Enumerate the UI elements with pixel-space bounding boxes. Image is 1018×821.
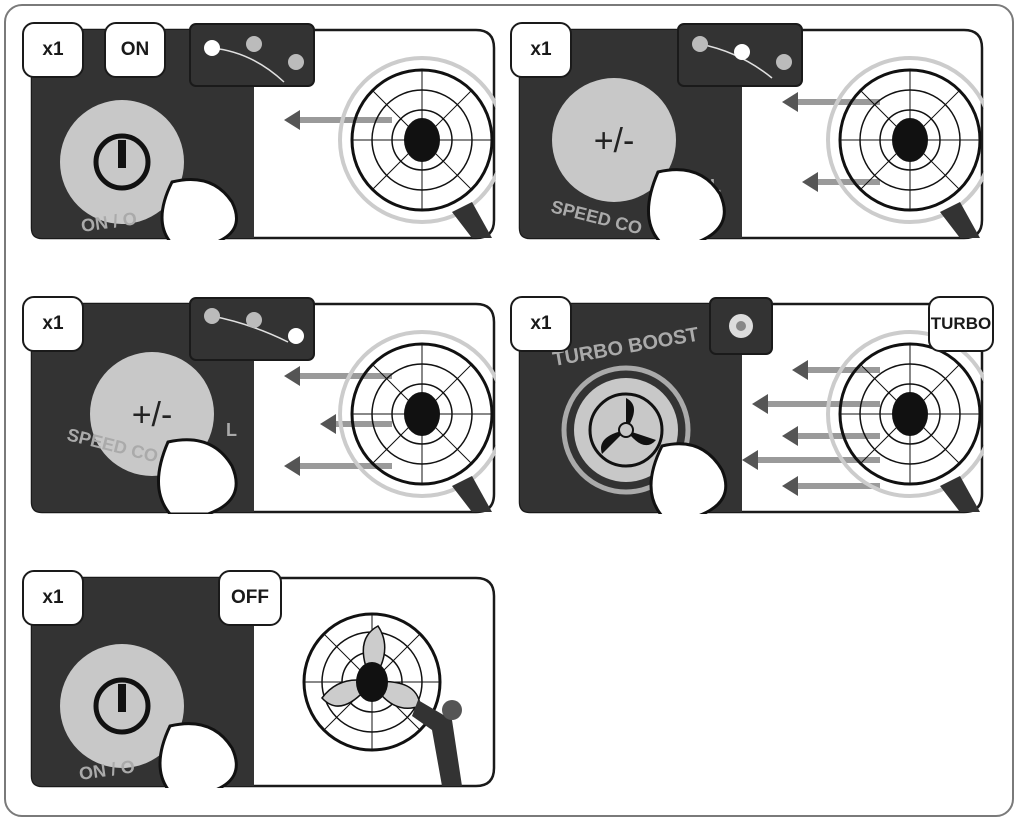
speed-button-label: +/- xyxy=(132,396,173,434)
fan-running-icon xyxy=(338,56,496,238)
mode-badge-turbo: TURBO xyxy=(928,296,994,352)
finger-icon xyxy=(160,178,238,240)
speed-button-label: +/- xyxy=(594,122,635,160)
fan-icon xyxy=(588,392,664,468)
turbo-boost-button[interactable] xyxy=(561,365,691,495)
fan-running-icon xyxy=(826,330,984,512)
turbo-indicator-display xyxy=(709,297,773,355)
mode-badge-on: ON xyxy=(104,22,166,78)
press-count-badge: x1 xyxy=(510,296,572,352)
power-icon xyxy=(118,684,126,712)
speed-control-button[interactable]: +/- xyxy=(552,78,676,202)
speed-indicator-display xyxy=(677,23,803,87)
fan-running-icon xyxy=(826,56,984,238)
panel-turbo-boost: TURBO BOOST xyxy=(510,296,994,514)
finger-icon xyxy=(649,442,728,514)
finger-icon xyxy=(158,722,238,788)
power-button[interactable] xyxy=(60,100,184,224)
power-button[interactable] xyxy=(60,644,184,768)
panel-speed-control-2: +/- SPEED CO L x1 xyxy=(22,296,496,514)
speed-led-2-lit-icon xyxy=(734,44,750,60)
speed-led-1-lit-icon xyxy=(204,40,220,56)
power-icon xyxy=(118,140,126,168)
finger-icon xyxy=(647,168,726,240)
speed-button-caption-tail: L xyxy=(226,420,237,440)
press-count-badge: x1 xyxy=(22,296,84,352)
speed-led-3-lit-icon xyxy=(288,328,304,344)
panel-power-on: ON / O x1 ON xyxy=(22,22,496,240)
press-count-badge: x1 xyxy=(22,570,84,626)
panel-speed-control-1: +/- SPEED CO L x1 xyxy=(510,22,984,240)
speed-indicator-display xyxy=(189,297,315,361)
finger-icon xyxy=(157,438,238,514)
fan-running-icon xyxy=(338,330,496,512)
panel-power-off: ON / O x1 OFF xyxy=(22,570,496,788)
press-count-badge: x1 xyxy=(510,22,572,78)
fan-stopped-icon xyxy=(302,612,462,786)
mode-badge-off: OFF xyxy=(218,570,282,626)
press-count-badge: x1 xyxy=(22,22,84,78)
speed-indicator-display xyxy=(189,23,315,87)
